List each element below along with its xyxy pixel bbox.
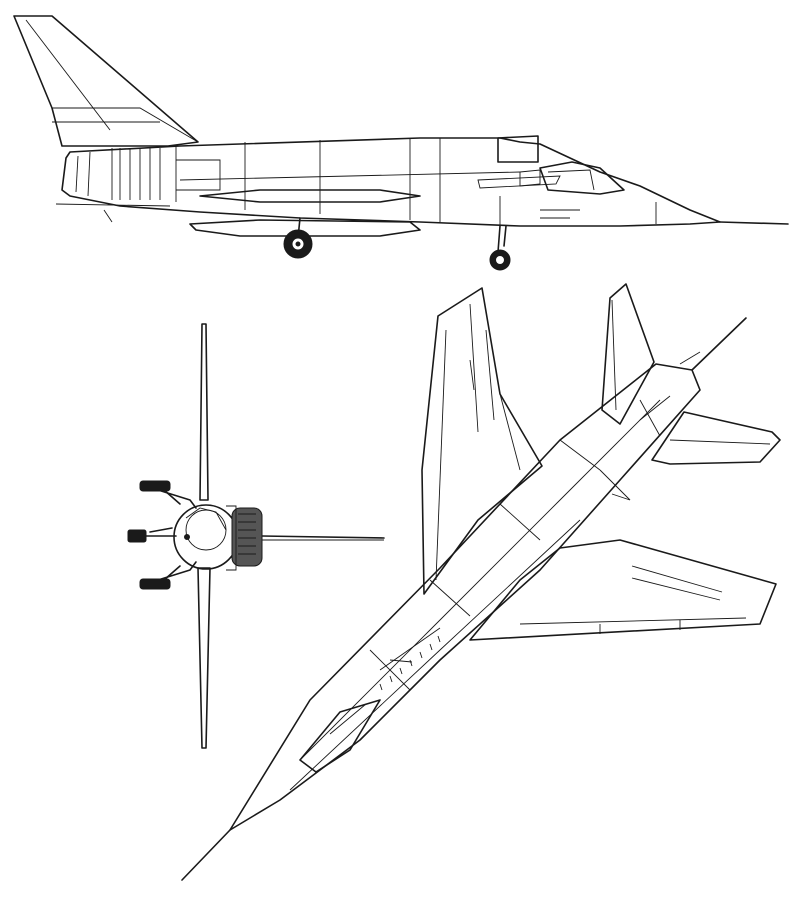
top-left-wing — [421, 287, 543, 595]
side-vertical-tail — [13, 15, 199, 147]
front-view — [127, 323, 385, 749]
front-main-gear-lower — [139, 561, 197, 590]
top-right-wing — [469, 539, 777, 641]
side-view — [13, 15, 789, 271]
side-intake — [497, 135, 539, 163]
front-vertical-tail — [199, 323, 209, 501]
top-canopy — [299, 699, 381, 773]
side-ventral-pod — [189, 219, 421, 237]
front-main-gear-upper — [139, 480, 197, 509]
top-view — [181, 283, 781, 881]
top-horizontal-stabilizer — [651, 411, 781, 465]
side-main-gear — [283, 217, 313, 259]
top-nose-probe — [181, 829, 231, 881]
front-nose-probe — [261, 535, 385, 539]
side-wing — [199, 189, 421, 203]
top-right-stabilizer — [601, 283, 655, 425]
front-fuselage — [173, 504, 239, 570]
side-fuselage — [61, 137, 721, 227]
side-nose-probe — [719, 221, 789, 225]
side-nose-gear — [489, 225, 511, 271]
front-nose-gear — [127, 527, 177, 543]
top-tail-probe — [691, 317, 747, 371]
front-ventral — [197, 567, 211, 749]
top-fuselage — [229, 363, 701, 831]
front-intake — [231, 507, 263, 567]
side-canopy — [539, 161, 625, 195]
